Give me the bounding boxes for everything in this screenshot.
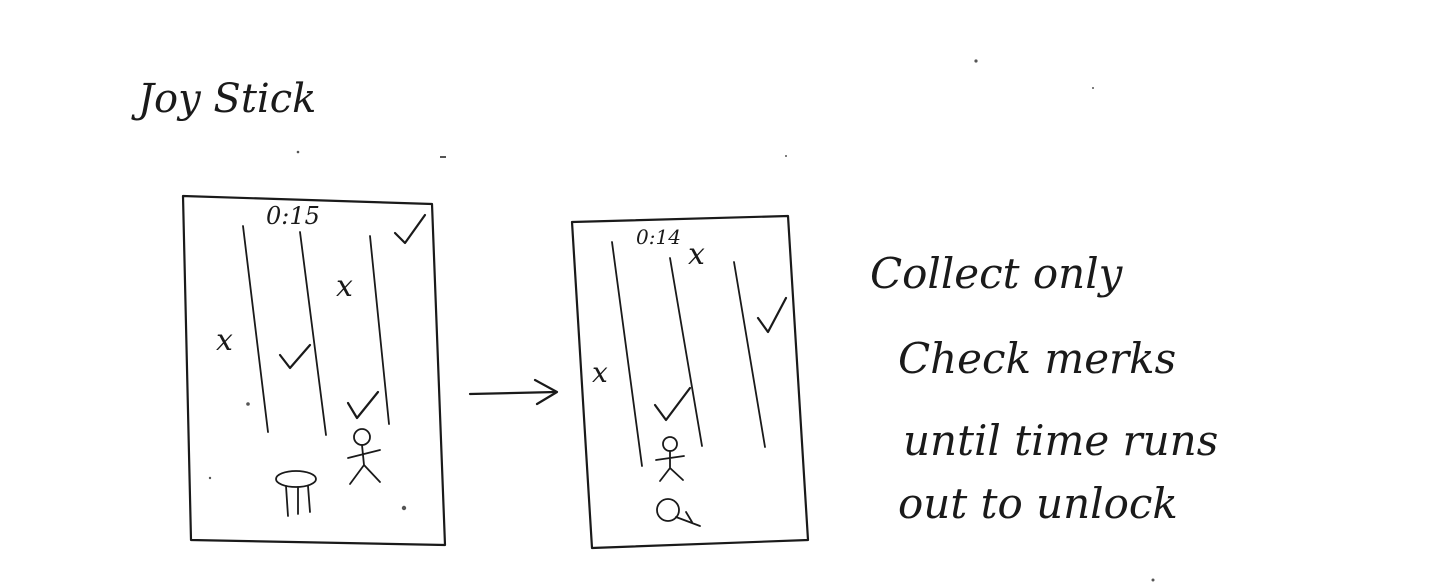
note-line: Collect only [870,249,1124,298]
transition-arrow [468,378,559,406]
note-line: out to unlock [898,479,1178,528]
check-mark [393,213,427,245]
check-mark [278,343,312,370]
instruction-note: Collect only Check merks until time runs… [870,249,1218,528]
frame-1-border [181,194,447,547]
lane-line [369,235,390,425]
lane-line [611,241,643,467]
game-frame-1: 0:15 x x [181,194,447,547]
check-mark [653,386,692,422]
x-mark: x [688,237,705,272]
stool-object [275,470,317,517]
x-mark: x [592,356,608,389]
x-mark: x [216,323,233,358]
check-mark [346,390,380,420]
note-line: Check merks [898,334,1176,383]
lane-line [733,261,766,448]
game-frame-2: 0:14 x x [570,214,810,550]
key-object [656,498,701,527]
frame-1-timer: 0:15 [266,202,320,230]
lane-line [242,225,269,433]
frame-2-timer: 0:14 [636,225,681,249]
frame-2-border [570,214,810,550]
player-figure [655,436,685,482]
paper-specks [296,59,1155,582]
player-figure [347,428,381,485]
title-text: Joy Stick [131,76,316,122]
lane-line [669,257,703,447]
lane-line [299,231,327,436]
x-mark: x [336,269,353,304]
note-line: until time runs [903,416,1218,465]
check-mark [756,296,788,334]
